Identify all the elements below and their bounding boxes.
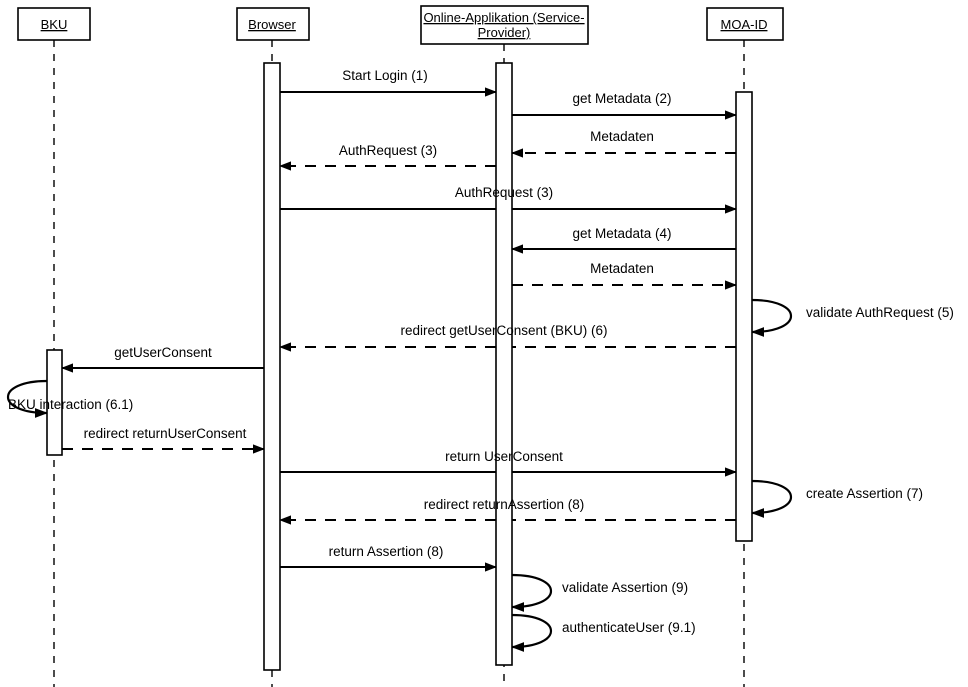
lifeline-bku: BKU [17, 7, 91, 687]
lifeline-label-bku: BKU [41, 17, 68, 32]
message-label: redirect returnUserConsent [84, 426, 247, 441]
labels-layer: Start Login (1) get Metadata (2) Metadaten… [8, 68, 954, 635]
message-label: AuthRequest (3) [455, 185, 553, 200]
message-label: validate AuthRequest (5) [806, 305, 954, 320]
message-label: redirect getUserConsent (BKU) (6) [400, 323, 607, 338]
activation-bar-browser [263, 62, 281, 671]
activation-bar-oa [495, 62, 513, 666]
activation-bar-moaid [735, 91, 753, 542]
message-label: Start Login (1) [342, 68, 428, 83]
message-label: AuthRequest (3) [339, 143, 437, 158]
message-label: authenticateUser (9.1) [562, 620, 696, 635]
message-label: redirect returnAssertion (8) [424, 497, 585, 512]
activation-bar-bku [46, 349, 63, 456]
message-label: BKU interaction (6.1) [8, 397, 133, 412]
self-message-arrow [511, 613, 553, 652]
lifeline-label-browser: Browser [248, 17, 296, 32]
message-label: getUserConsent [114, 345, 212, 360]
message-label: Metadaten [590, 129, 654, 144]
message-label: return Assertion (8) [329, 544, 444, 559]
message-label: create Assertion (7) [806, 486, 923, 501]
self-message-arrow [751, 298, 793, 337]
self-message-arrow [751, 479, 793, 518]
messages-layer [6, 87, 793, 652]
self-message-arrow [6, 379, 48, 418]
lifeline-header-box-moaid[interactable] [706, 7, 784, 41]
lifeline-header-box-browser[interactable] [236, 7, 310, 41]
message-label: Metadaten [590, 261, 654, 276]
activations-layer [46, 62, 753, 671]
lifeline-label-moaid: MOA-ID [721, 17, 768, 32]
message-label: get Metadata (2) [572, 91, 671, 106]
lifeline-header-box-bku[interactable] [17, 7, 91, 41]
message-label: return UserConsent [445, 449, 563, 464]
self-message-arrow [511, 573, 553, 612]
message-label: validate Assertion (9) [562, 580, 688, 595]
message-label: get Metadata (4) [572, 226, 671, 241]
lifeline-label-oa: Online-Applikation (Service-Provider) [423, 10, 584, 40]
lifeline-header-box-oa[interactable] [420, 5, 589, 45]
